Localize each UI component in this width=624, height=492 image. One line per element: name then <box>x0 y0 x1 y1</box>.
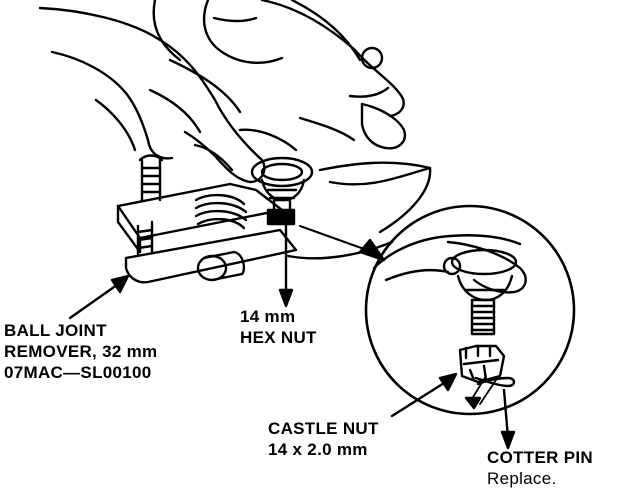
label-hex-nut-line-2: HEX NUT <box>240 328 317 347</box>
label-ball-joint-remover-line-2: REMOVER, 32 mm <box>4 342 158 361</box>
remover-pointer <box>68 274 130 320</box>
inset-detail <box>364 204 576 450</box>
label-ball-joint-remover-line-1: BALL JOINT <box>4 321 107 340</box>
label-castle-nut: CASTLE NUT 14 x 2.0 mm <box>268 418 379 460</box>
label-castle-nut-line-1: CASTLE NUT <box>268 419 379 438</box>
label-cotter-pin-line-1: COTTER PIN <box>487 448 593 467</box>
label-cotter-pin-line-2: Replace. <box>487 469 557 488</box>
inset-pointer <box>299 225 386 262</box>
hand-illustration <box>38 0 284 184</box>
castle-nut-pointer <box>390 372 458 418</box>
label-ball-joint-remover-line-3: 07MAC—SL00100 <box>4 363 152 382</box>
ball-joint-remover-tool <box>116 154 432 284</box>
label-ball-joint-remover: BALL JOINT REMOVER, 32 mm 07MAC—SL00100 <box>4 320 157 383</box>
label-hex-nut-line-1: 14 mm <box>240 307 296 326</box>
hex-nut <box>266 208 296 308</box>
label-hex-nut: 14 mm HEX NUT <box>240 306 317 348</box>
label-cotter-pin: COTTER PIN Replace. <box>487 447 593 489</box>
label-castle-nut-line-2: 14 x 2.0 mm <box>268 440 368 459</box>
steering-knuckle <box>238 0 432 172</box>
